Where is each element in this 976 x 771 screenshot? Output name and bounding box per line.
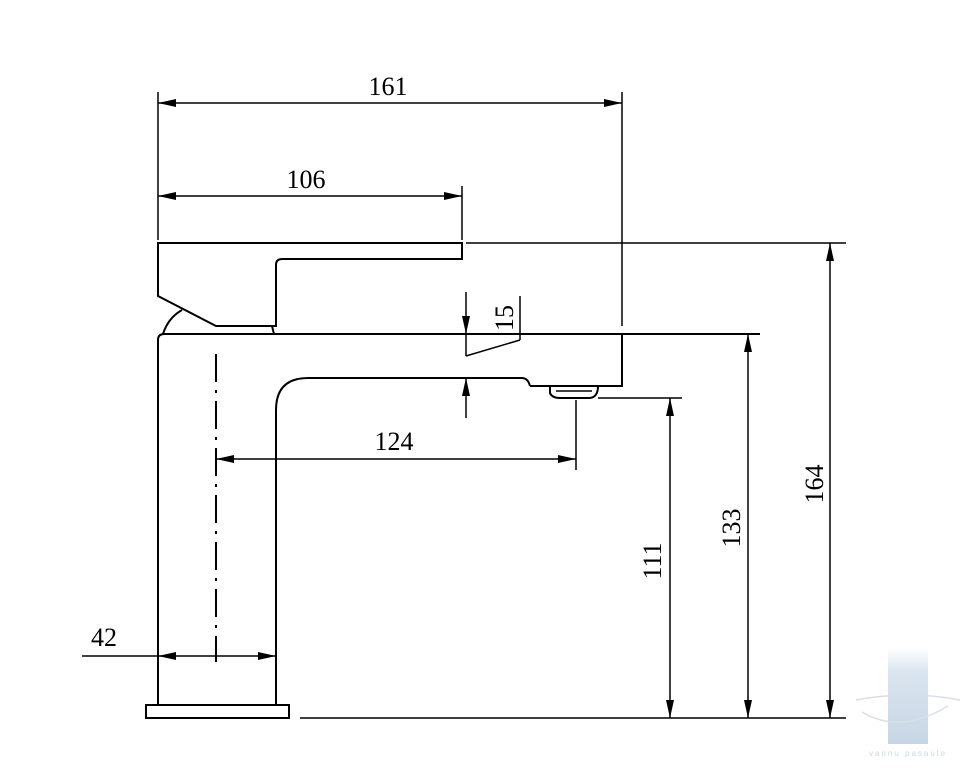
dim-label-161: 161 bbox=[369, 72, 408, 101]
dimension-111: 111 bbox=[638, 398, 674, 718]
base-plate bbox=[145, 704, 290, 719]
dimension-15: 15 bbox=[462, 292, 519, 418]
dim-label-164: 164 bbox=[800, 465, 829, 504]
handle-base-curve bbox=[162, 309, 183, 335]
watermark-swoosh-lower bbox=[861, 705, 949, 723]
dimension-42: 42 bbox=[91, 623, 276, 660]
dimension-133: 133 bbox=[717, 334, 752, 718]
faucet-outline bbox=[145, 242, 760, 719]
watermark-text: vannu pasaule bbox=[869, 749, 947, 758]
dimension-164: 164 bbox=[800, 243, 834, 718]
dim-label-111: 111 bbox=[638, 542, 667, 579]
handle-lever bbox=[157, 242, 463, 327]
extension-lines bbox=[82, 92, 846, 719]
spout-inner-curve bbox=[275, 377, 531, 705]
dimension-106: 106 bbox=[158, 165, 462, 200]
spout-front bbox=[530, 334, 623, 387]
watermark-swoosh bbox=[855, 694, 961, 701]
dim-label-106: 106 bbox=[287, 165, 326, 194]
ext-15-slant bbox=[465, 339, 521, 357]
dim-label-15: 15 bbox=[490, 305, 519, 331]
dim-label-124: 124 bbox=[375, 427, 414, 456]
dimension-161: 161 bbox=[158, 72, 622, 107]
watermark-logo: vannu pasaule bbox=[855, 648, 961, 758]
aerator bbox=[549, 385, 599, 399]
handle-base-cap bbox=[216, 325, 275, 335]
dim-label-42: 42 bbox=[91, 623, 117, 652]
dim-label-133: 133 bbox=[717, 509, 746, 548]
dimension-124: 124 bbox=[216, 427, 576, 463]
